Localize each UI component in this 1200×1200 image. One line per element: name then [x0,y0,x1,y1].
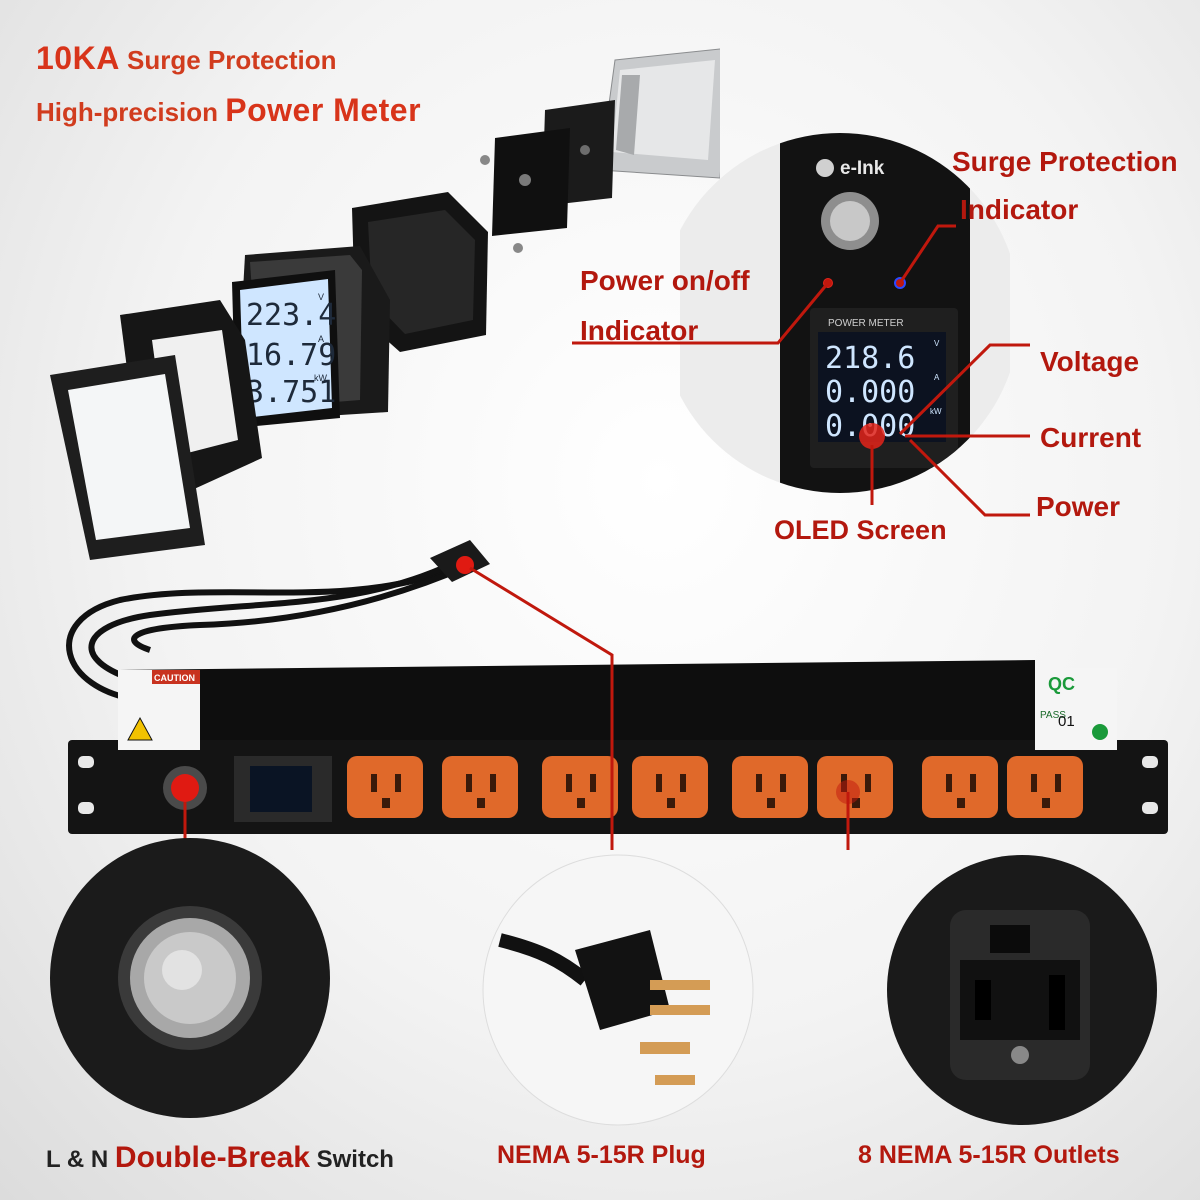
headline-surge-text: Surge Protection [119,45,337,75]
qc-sticker: QC PASS 01 [1035,668,1117,750]
outlet [732,756,808,818]
detail-voltage: 218.6 [825,341,915,376]
outlet-slot [680,774,686,792]
detail-voltage-unit: V [934,339,940,348]
callout-onoff-line-2: Indicator [580,315,699,346]
outlet-slot [767,798,775,808]
outlet-slot [1042,798,1050,808]
callout-power-indicator: Power on/off Indicator [580,256,750,356]
meter-title: POWER METER [828,318,904,329]
pdu-strip: CAUTION QC PASS 01 [66,540,1168,850]
exploded-current-unit: A [318,334,324,344]
outlet [1007,756,1083,818]
oled-screen [818,332,946,442]
outlet-slot [865,774,871,792]
outlet-slot [577,798,585,808]
outlet-slot [667,798,675,808]
callout-surge-line-1: Surge Protection [952,146,1178,177]
detail-circle: e-Ink POWER METER 218.6 0.000 0.000 V A … [680,133,1010,493]
headline-surge-rating: 10KA [36,40,120,76]
outlet [347,756,423,818]
outlet [632,756,708,818]
outlet-slot [371,774,377,792]
detail-current: 0.000 [825,375,915,410]
detail-current-unit: A [934,373,940,382]
switch-closeup [50,838,330,1118]
qc-mark: QC [1048,674,1075,694]
outlet-closeup [887,855,1157,1125]
outlet-slot [756,774,762,792]
callout-voltage: Voltage [1040,346,1140,377]
callout-oled-screen: OLED Screen [774,515,947,545]
outlet-slot [590,774,596,792]
brand-logo: e-Ink [840,158,885,179]
switch-label-bold: Double-Break [114,1141,310,1174]
headline-line-2: High-precision Power Meter [36,92,421,129]
exploded-power-unit: kW [314,373,328,383]
outlet-slot [957,798,965,808]
callout-onoff-line-1: Power on/off [580,265,750,296]
caution-sticker: CAUTION [118,670,200,750]
outlet-slot [566,774,572,792]
exploded-meter-illustration: 223.4 16.79 3.751 V A kW [50,48,720,560]
clear-window [50,355,205,560]
outlet-slot [1031,774,1037,792]
switch-label-suffix: Switch [309,1146,394,1173]
callout-lines-top [572,224,1030,517]
plug-closeup [482,854,754,1126]
headline-power-meter: Power Meter [225,92,422,128]
headline-line-1: 10KA Surge Protection [36,40,337,77]
outlet-slot [656,774,662,792]
outlet [922,756,998,818]
outlet [542,756,618,818]
outlet-slot [780,774,786,792]
outlet-slot [490,774,496,792]
outlet-slot [395,774,401,792]
exploded-current: 16.79 [246,338,336,373]
lcd-module: 223.4 16.79 3.751 V A kW [232,270,340,428]
outlet-slot [946,774,952,792]
bottom-details [50,838,1157,1126]
headline-precision-text: High-precision [36,97,226,127]
label-nema-outlets: 8 NEMA 5-15R Outlets [858,1141,1120,1169]
callout-current: Current [1040,422,1142,453]
plug-head [430,540,490,582]
aluminum-shell [599,48,720,179]
rear-plates [480,100,615,253]
outlet-slot [970,774,976,792]
exploded-voltage: 223.4 [246,298,336,333]
caution-label: CAUTION [154,673,195,683]
outlet-slot [852,798,860,808]
outlet-slot [1055,774,1061,792]
outlet-slot [466,774,472,792]
callout-surge-line-2: Indicator [960,194,1079,225]
callout-surge-indicator: Surge Protection Indicator [952,138,1178,234]
callout-power: Power [1036,491,1121,522]
outlet [442,756,518,818]
label-nema-plug: NEMA 5-15R Plug [497,1141,706,1169]
exploded-voltage-unit: V [318,292,324,302]
exploded-power: 3.751 [246,375,336,410]
switch-label-prefix: L & N [46,1146,115,1173]
label-double-break-switch: L & N Double-Break Switch [46,1141,394,1175]
outlet-slot [382,798,390,808]
qc-number: 01 [1058,713,1075,730]
detail-power-unit: kW [930,407,942,416]
qc-pass: PASS [1040,710,1066,721]
power-cord [66,557,472,703]
outlet-slot [477,798,485,808]
